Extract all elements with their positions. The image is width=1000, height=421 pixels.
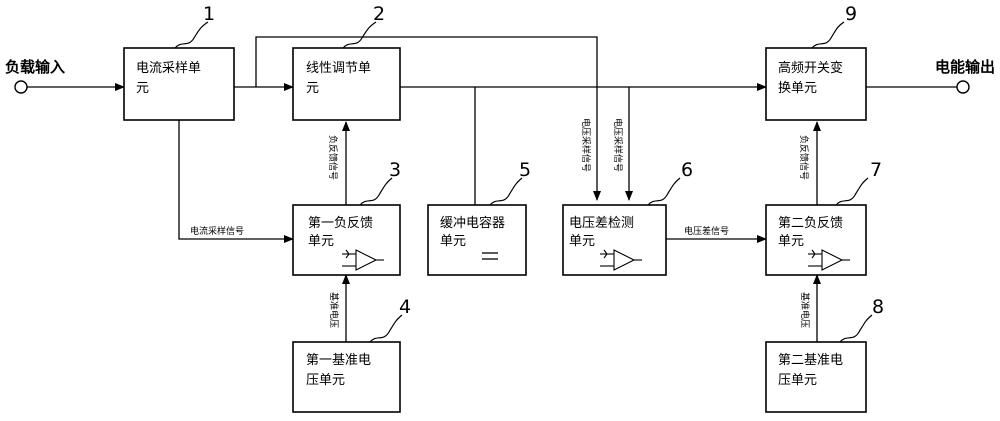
block-first-reference-box bbox=[292, 341, 401, 413]
block-second-feedback-line2: 单元 bbox=[778, 234, 804, 249]
block-voltage-diff-detect: 电压差检测 单元 bbox=[562, 204, 667, 276]
leader-3 bbox=[359, 177, 393, 206]
input-terminal-icon bbox=[14, 80, 28, 94]
signal-current-sample: 电流采样信号 bbox=[190, 225, 244, 237]
block-hf-switch-convert: 高频开关变 换单元 bbox=[765, 47, 867, 121]
block-current-sampling-line1: 电流采样单 bbox=[136, 61, 201, 76]
leader-4 bbox=[369, 314, 403, 343]
block-hf-switch-convert-box bbox=[765, 47, 867, 121]
block-first-feedback: 第一负反馈 单元 bbox=[292, 204, 401, 276]
block-hf-switch-convert-line2: 换单元 bbox=[778, 81, 817, 96]
leader-8 bbox=[839, 314, 873, 343]
block-current-sampling: 电流采样单 元 bbox=[123, 47, 235, 121]
block-voltage-diff-detect-line2: 单元 bbox=[569, 234, 595, 249]
ref-number-5: 5 bbox=[519, 159, 531, 181]
block-first-feedback-line1: 第一负反馈 bbox=[308, 216, 373, 231]
block-second-reference-line2: 压单元 bbox=[778, 373, 817, 388]
opamp-icon bbox=[600, 249, 642, 271]
leader-1 bbox=[174, 21, 209, 49]
block-linear-regulation-line2: 元 bbox=[306, 81, 319, 96]
block-second-feedback-line1: 第二负反馈 bbox=[778, 216, 843, 231]
opamp-icon bbox=[808, 249, 850, 271]
output-label: 电能输出 bbox=[935, 58, 995, 76]
leader-7 bbox=[835, 177, 869, 206]
block-buffer-capacitor-line2: 单元 bbox=[440, 234, 466, 249]
output-terminal: 电能输出 bbox=[935, 58, 995, 94]
input-label: 负载输入 bbox=[5, 58, 65, 76]
signal-voltage-diff: 电压差信号 bbox=[684, 225, 729, 237]
wire-top-bypass bbox=[255, 36, 601, 201]
block-first-reference: 第一基准电 压单元 bbox=[292, 341, 401, 413]
block-first-reference-line1: 第一基准电 bbox=[306, 353, 371, 368]
signal-voltage-sample-1: 电压采样信号 bbox=[580, 118, 592, 172]
ref-number-6: 6 bbox=[681, 159, 693, 181]
ref-number-8: 8 bbox=[872, 296, 884, 318]
capacitor-icon bbox=[482, 252, 498, 260]
ref-number-1: 1 bbox=[203, 3, 215, 25]
wire-block1-to-block3 bbox=[178, 120, 294, 243]
block-hf-switch-convert-line1: 高频开关变 bbox=[778, 60, 843, 76]
block-voltage-diff-detect-line1: 电压差检测 bbox=[569, 216, 634, 231]
block-buffer-capacitor: 缓冲电容器 单元 bbox=[427, 204, 527, 276]
signal-neg-feedback-1: 负反馈信号 bbox=[327, 135, 339, 180]
signal-neg-feedback-2: 负反馈信号 bbox=[798, 135, 810, 180]
opamp-icon bbox=[342, 249, 384, 271]
leader-2 bbox=[342, 21, 377, 49]
ref-number-7: 7 bbox=[870, 159, 882, 181]
block-second-reference-line1: 第二基准电 bbox=[778, 353, 843, 368]
ref-number-2: 2 bbox=[373, 3, 385, 25]
reference-numbers: 1 2 3 4 5 6 7 8 9 bbox=[174, 3, 884, 343]
ref-number-3: 3 bbox=[389, 159, 401, 181]
input-terminal: 负载输入 bbox=[5, 58, 65, 94]
leader-6 bbox=[647, 177, 681, 206]
signal-ref-voltage-2: 基准电压 bbox=[799, 292, 811, 328]
wires bbox=[27, 36, 957, 342]
block-linear-regulation-line1: 线性调节单 bbox=[306, 61, 371, 76]
block-first-reference-line2: 压单元 bbox=[306, 373, 345, 388]
block-second-reference-box bbox=[765, 341, 867, 413]
block-linear-regulation: 线性调节单 元 bbox=[292, 47, 401, 121]
leader-9 bbox=[811, 21, 845, 49]
block-current-sampling-box bbox=[123, 47, 235, 121]
block-first-feedback-line2: 单元 bbox=[308, 234, 334, 249]
block-first-feedback-box bbox=[292, 204, 401, 276]
block-second-feedback: 第二负反馈 单元 bbox=[765, 204, 867, 276]
block-current-sampling-line2: 元 bbox=[136, 81, 149, 96]
ref-number-9: 9 bbox=[845, 3, 857, 25]
output-terminal-icon bbox=[956, 80, 970, 94]
signal-voltage-sample-2: 电压采样信号 bbox=[612, 118, 624, 172]
block-linear-regulation-box bbox=[292, 47, 401, 121]
signal-labels: 电流采样信号 电压差信号 负反馈信号 负反馈信号 基准电压 基准电压 电压采样信… bbox=[190, 118, 811, 328]
block-buffer-capacitor-box bbox=[427, 204, 527, 276]
block-second-reference: 第二基准电 压单元 bbox=[765, 341, 867, 413]
block-second-feedback-box bbox=[765, 204, 867, 276]
ref-number-4: 4 bbox=[399, 296, 411, 318]
signal-ref-voltage-1: 基准电压 bbox=[328, 292, 340, 328]
block-buffer-capacitor-line1: 缓冲电容器 bbox=[440, 215, 505, 231]
leader-5 bbox=[489, 177, 523, 206]
